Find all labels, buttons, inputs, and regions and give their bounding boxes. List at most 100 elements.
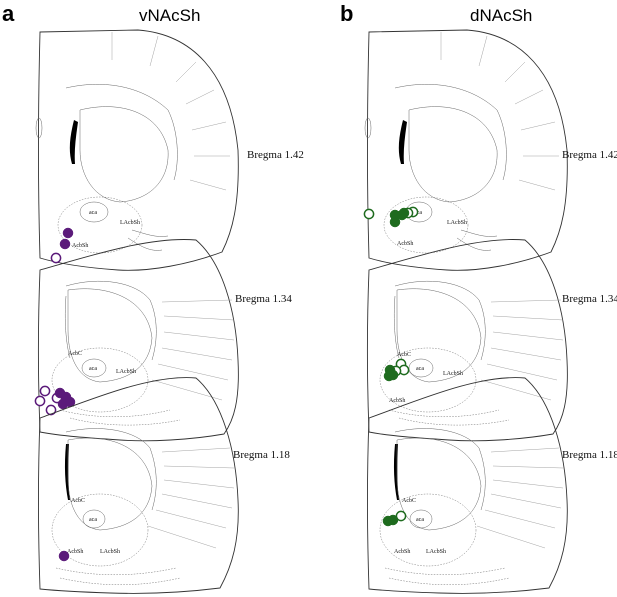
label-aca: aca bbox=[89, 517, 97, 523]
injection-markers bbox=[50, 227, 74, 264]
label-acbc: AcbC bbox=[71, 498, 85, 504]
filled-marker bbox=[62, 227, 74, 239]
striatum-outline bbox=[396, 437, 482, 531]
label-lacbsh: LAcbSh bbox=[447, 220, 467, 226]
acbsh-dashed bbox=[51, 347, 149, 413]
panel-title-b: dNAcSh bbox=[470, 6, 532, 25]
aca-outline bbox=[79, 201, 109, 223]
ventricle bbox=[69, 120, 78, 164]
striatum-outline bbox=[396, 288, 482, 383]
striatum-outline bbox=[67, 288, 153, 383]
label-acbc: AcbC bbox=[68, 351, 82, 357]
aca-outline bbox=[408, 358, 434, 378]
ventricle bbox=[64, 444, 70, 500]
label-aca: aca bbox=[416, 517, 424, 523]
open-marker bbox=[363, 208, 375, 220]
ventricle bbox=[393, 295, 400, 359]
cortex-rays bbox=[111, 32, 230, 191]
label-acbsh: AcbSh bbox=[397, 241, 413, 247]
filled-marker bbox=[389, 216, 401, 228]
filled-marker bbox=[387, 514, 399, 526]
section-a-1: aca LAcbSh AcbSh Bregma 1.42 bbox=[35, 29, 304, 271]
corpus-callosum bbox=[394, 428, 486, 511]
acbsh-dashed bbox=[379, 347, 477, 413]
injection-markers bbox=[382, 510, 407, 527]
injection-markers bbox=[58, 550, 70, 562]
corpus-callosum bbox=[65, 280, 157, 361]
ventricle bbox=[64, 295, 71, 359]
ventral-contours bbox=[384, 567, 510, 585]
ventral-contours bbox=[127, 229, 169, 251]
injection-markers bbox=[363, 206, 419, 228]
section-a-3: aca LAcbSh AcbSh AcbC Bregma 1.18 bbox=[38, 377, 290, 594]
panel-title-a: vNAcSh bbox=[139, 6, 200, 25]
corpus-callosum bbox=[65, 84, 178, 181]
panel-letter-a: a bbox=[2, 1, 15, 26]
bregma-label: Bregma 1.18 bbox=[233, 449, 290, 461]
filled-marker bbox=[387, 369, 399, 381]
label-acbc: AcbC bbox=[402, 498, 416, 504]
acbsh-dashed bbox=[51, 493, 149, 567]
left-ear bbox=[35, 117, 43, 139]
filled-marker bbox=[398, 207, 410, 219]
corpus-callosum bbox=[65, 428, 157, 511]
aca-outline bbox=[81, 358, 107, 378]
brain-outline bbox=[38, 377, 239, 594]
open-marker bbox=[39, 385, 51, 397]
bregma-label: Bregma 1.42 bbox=[562, 149, 617, 161]
label-aca: aca bbox=[416, 366, 424, 372]
section-b-3: aca LAcbSh AcbSh AcbC Bregma 1.18 bbox=[367, 377, 617, 594]
label-acbc: AcbC bbox=[397, 352, 411, 358]
bregma-label: Bregma 1.34 bbox=[562, 293, 617, 305]
panel-letter-b: b bbox=[340, 1, 353, 26]
label-lacbsh: LAcbSh bbox=[443, 371, 463, 377]
cortex-rays bbox=[151, 299, 235, 401]
section-b-1: aca LAcbSh AcbSh Bregma 1.42 bbox=[363, 29, 617, 271]
panel-b: b dNAcSh aca LAcbSh AcbSh bbox=[340, 1, 617, 594]
acbsh-dashed bbox=[379, 493, 477, 567]
section-a-2: aca LAcbSh AcbC Bregma 1.34 bbox=[34, 239, 292, 442]
cortex-rays bbox=[476, 447, 564, 549]
injection-markers bbox=[383, 358, 410, 382]
striatum-outline bbox=[408, 106, 498, 203]
label-lacbsh: LAcbSh bbox=[426, 549, 446, 555]
ventricle bbox=[398, 120, 407, 164]
label-acbsh: AcbSh bbox=[389, 398, 405, 404]
brain-outline bbox=[38, 29, 239, 271]
section-b-2: aca LAcbSh AcbSh AcbC Bregma 1.34 bbox=[367, 239, 617, 442]
acbsh-dashed bbox=[383, 196, 469, 254]
label-lacbsh: LAcbSh bbox=[120, 220, 140, 226]
filled-marker bbox=[58, 550, 70, 562]
label-acbsh: AcbSh bbox=[394, 549, 410, 555]
open-marker bbox=[34, 395, 46, 407]
brain-outline bbox=[367, 377, 568, 594]
label-lacbsh: LAcbSh bbox=[100, 549, 120, 555]
label-acbsh: AcbSh bbox=[72, 243, 88, 249]
injection-markers bbox=[34, 385, 76, 416]
open-marker bbox=[50, 252, 62, 264]
open-marker bbox=[45, 404, 57, 416]
label-lacbsh: LAcbSh bbox=[116, 369, 136, 375]
cortex-rays bbox=[480, 299, 564, 401]
bregma-label: Bregma 1.18 bbox=[562, 449, 617, 461]
ventral-contours bbox=[456, 229, 498, 251]
left-ear bbox=[364, 117, 372, 139]
ventral-contours bbox=[55, 567, 181, 585]
cortex-rays bbox=[147, 447, 235, 549]
striatum-outline bbox=[67, 437, 153, 531]
label-aca: aca bbox=[89, 210, 97, 216]
panel-a: a vNAcSh aca LAcbSh AcbSh bbox=[2, 1, 304, 594]
cortex-rays bbox=[440, 32, 559, 191]
corpus-callosum bbox=[394, 280, 486, 361]
ventricle bbox=[393, 444, 399, 500]
ventral-contours bbox=[388, 409, 510, 426]
label-acbsh: AcbSh bbox=[67, 549, 83, 555]
aca-outline bbox=[82, 509, 106, 529]
striatum-outline bbox=[79, 106, 169, 203]
filled-marker bbox=[59, 238, 71, 250]
label-aca: aca bbox=[89, 366, 97, 372]
ventral-contours bbox=[59, 409, 181, 426]
brain-outline bbox=[367, 29, 568, 271]
bregma-label: Bregma 1.42 bbox=[247, 149, 304, 161]
